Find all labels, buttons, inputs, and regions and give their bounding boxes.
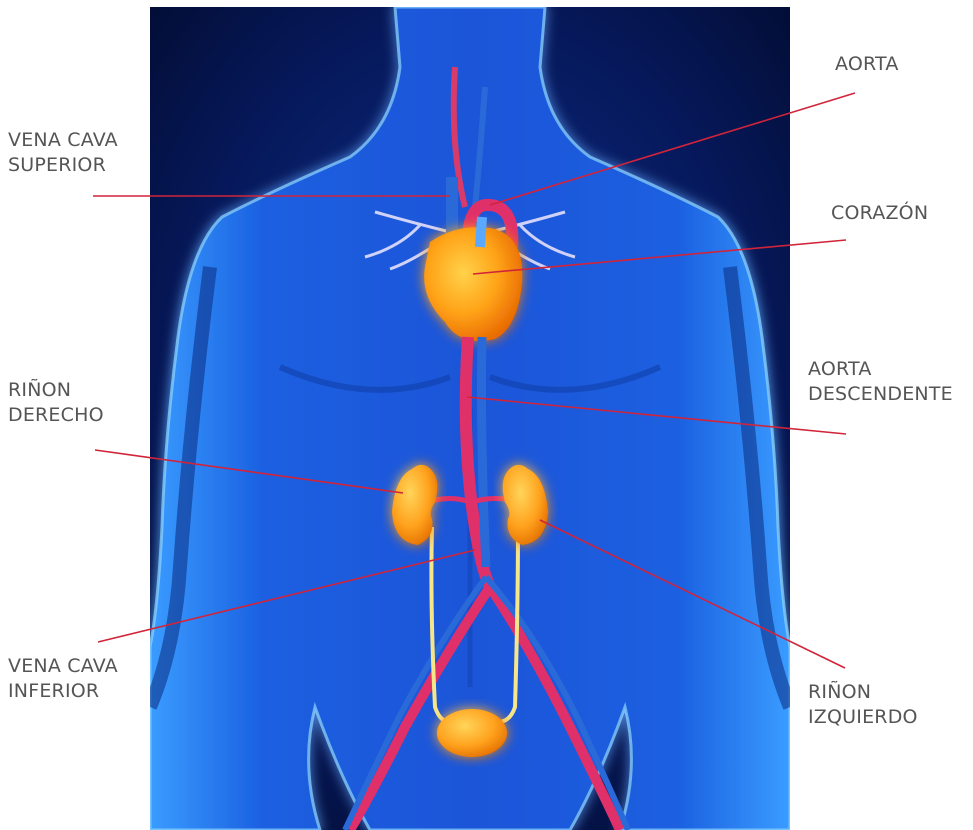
label-aorta-line1: AORTA [835, 52, 899, 77]
label-aorta-descendente-line2: DESCENDENTE [808, 382, 953, 407]
label-vena-cava-inferior-line2: INFERIOR [8, 679, 118, 704]
label-corazon: CORAZÓN [831, 201, 928, 226]
label-aorta: AORTA [835, 52, 899, 77]
bladder [437, 709, 507, 757]
superior-vena-cava [446, 177, 458, 237]
label-rinon-izquierdo: RIÑON IZQUIERDO [808, 680, 918, 730]
label-rinon-izquierdo-line1: RIÑON [808, 680, 918, 705]
label-vena-cava-superior-line2: SUPERIOR [8, 153, 118, 178]
label-rinon-derecho-line1: RIÑON [8, 378, 104, 403]
label-aorta-descendente: AORTA DESCENDENTE [808, 357, 953, 407]
label-vena-cava-inferior-line1: VENA CAVA [8, 654, 118, 679]
label-corazon-line1: CORAZÓN [831, 201, 928, 226]
inferior-vena-cava [482, 337, 487, 567]
anatomy-illustration [150, 7, 790, 830]
label-vena-cava-inferior: VENA CAVA INFERIOR [8, 654, 118, 704]
pulmonary-trunk [480, 217, 482, 247]
label-vena-cava-superior-line1: VENA CAVA [8, 128, 118, 153]
label-rinon-derecho: RIÑON DERECHO [8, 378, 104, 428]
label-rinon-izquierdo-line2: IZQUIERDO [808, 705, 918, 730]
label-aorta-descendente-line1: AORTA [808, 357, 953, 382]
label-rinon-derecho-line2: DERECHO [8, 403, 104, 428]
label-vena-cava-superior: VENA CAVA SUPERIOR [8, 128, 118, 178]
